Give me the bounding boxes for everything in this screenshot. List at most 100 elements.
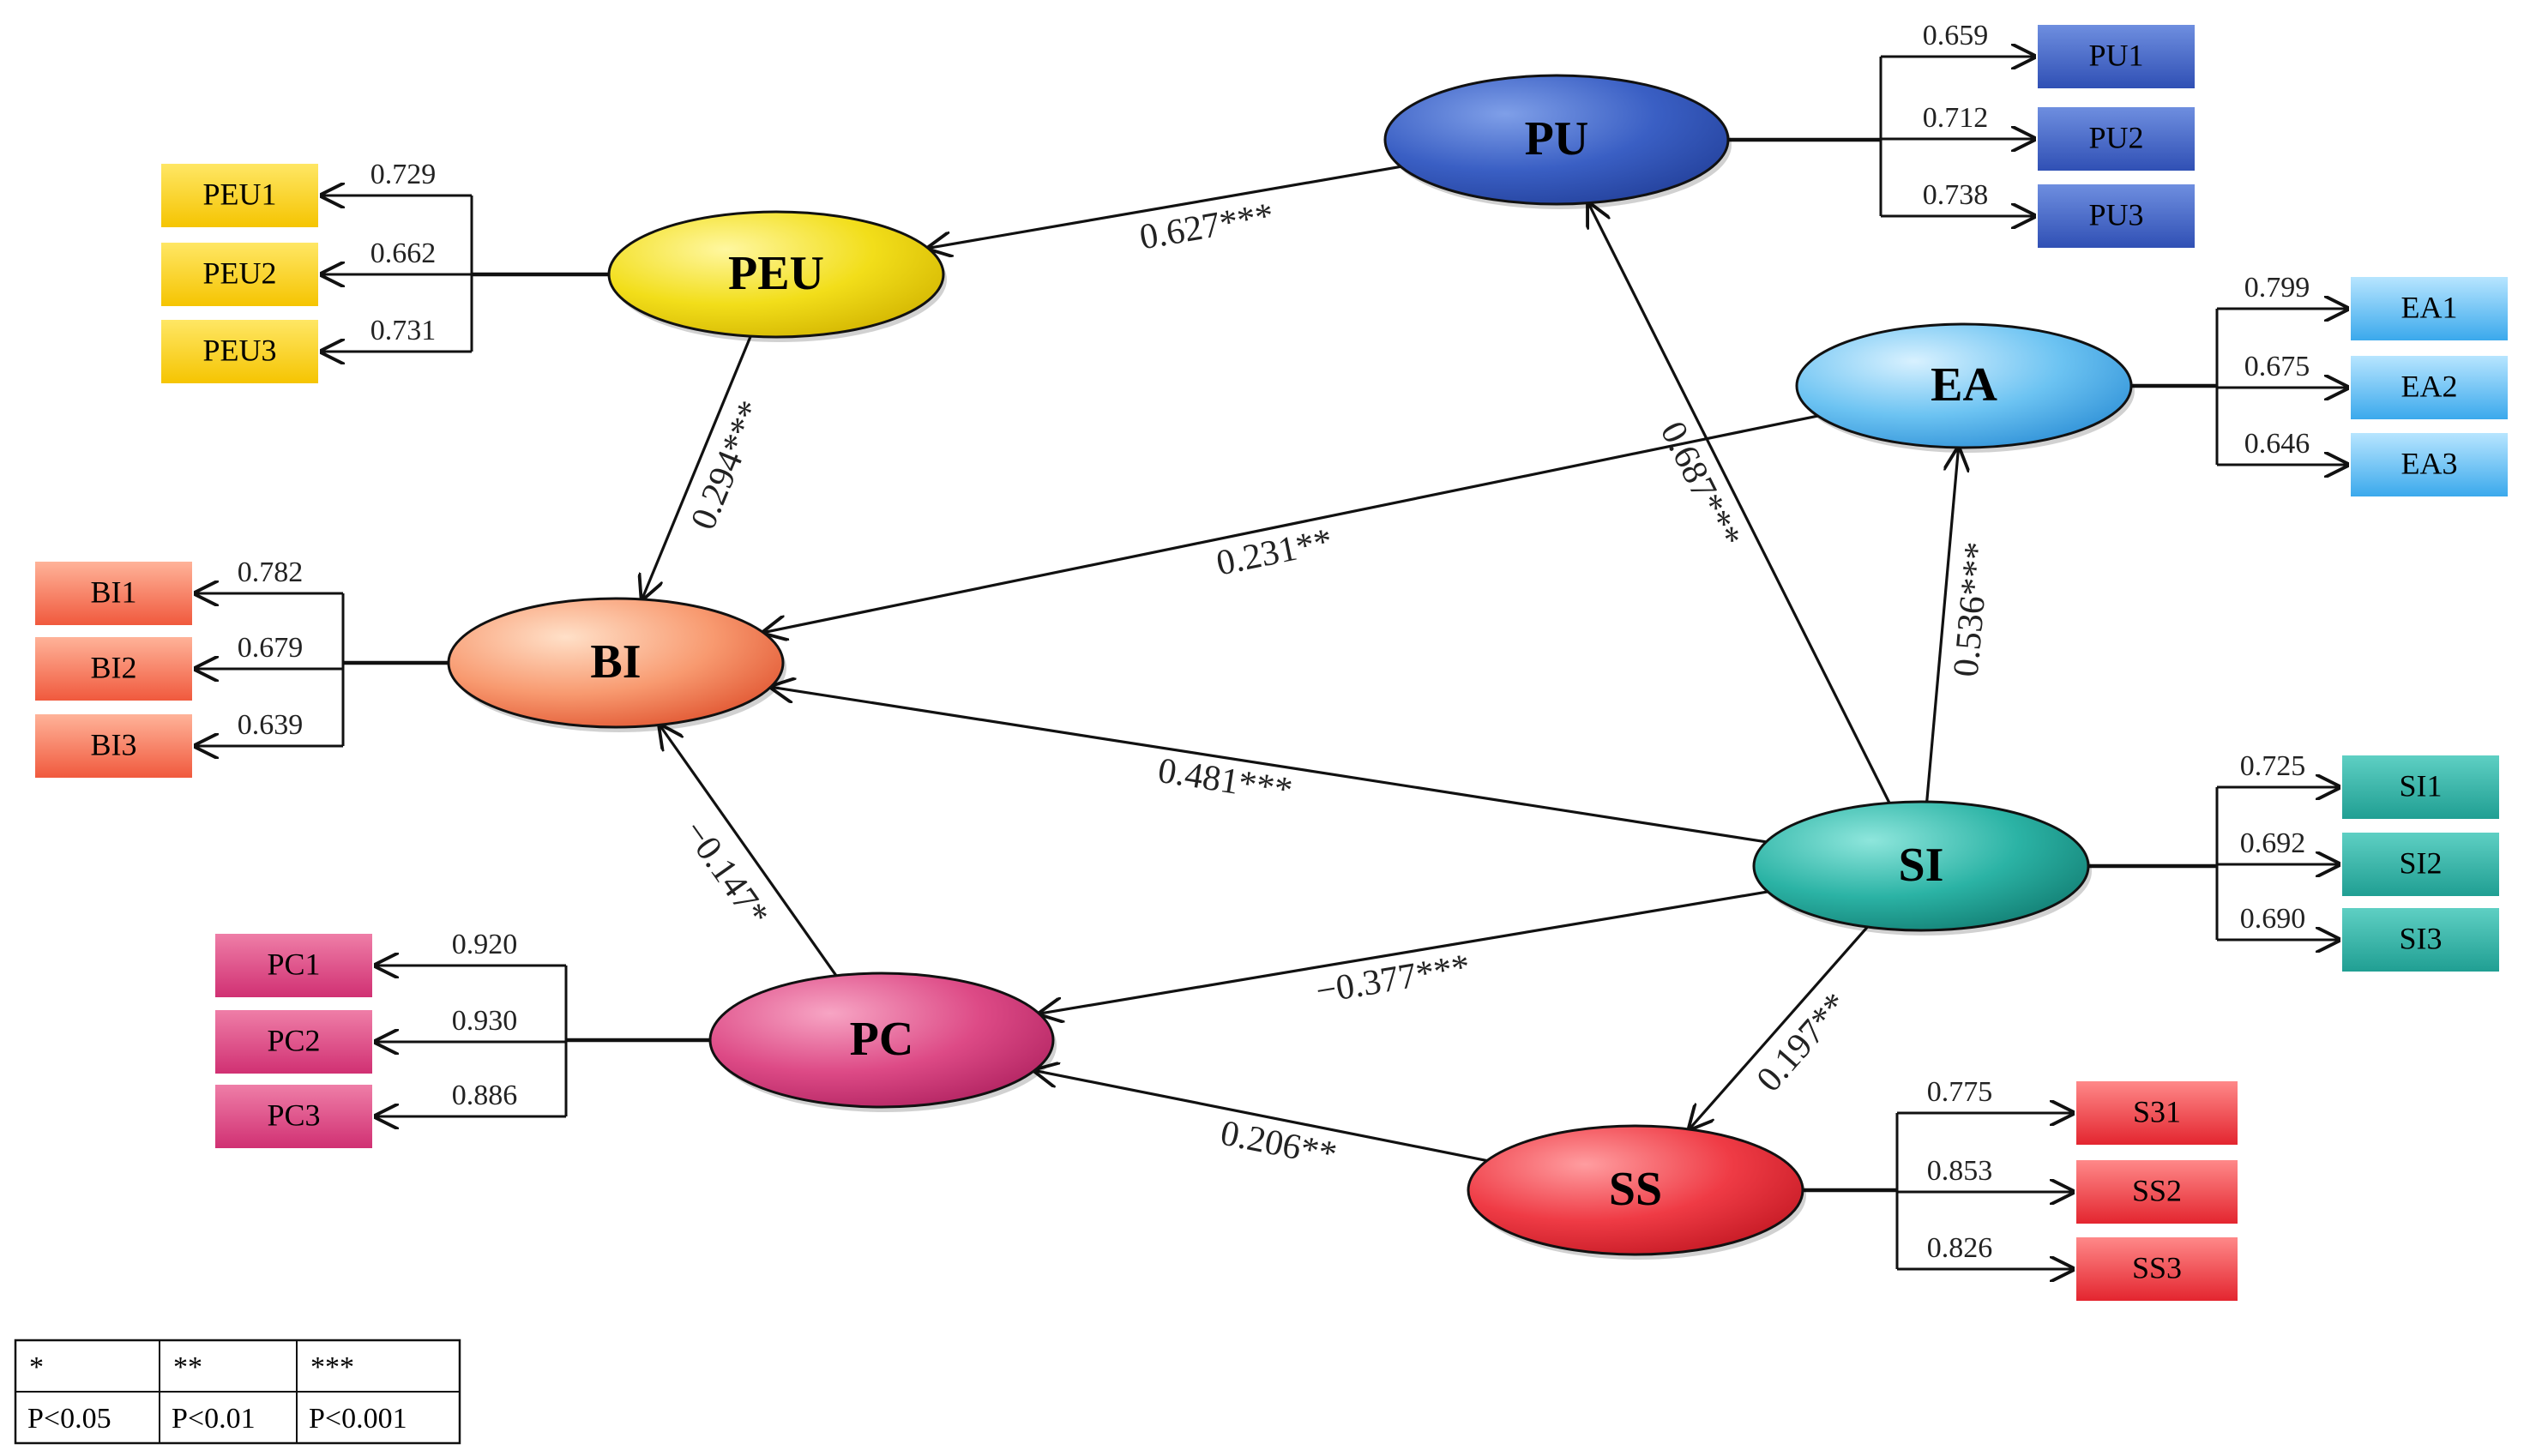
legend-symbol: *** [310, 1351, 354, 1383]
path-coefficient-label: 0.627*** [1136, 196, 1276, 257]
indicator-box-ea2 [2349, 354, 2509, 421]
indicator-label: PEU2 [202, 256, 276, 290]
path-arrow-si-to-ss [1690, 925, 1869, 1129]
loading-value: 0.799 [2244, 272, 2310, 304]
indicator-box-pc1 [214, 932, 374, 999]
indicator-label: EA2 [2401, 369, 2458, 403]
indicator-box-pu2 [2036, 105, 2196, 172]
legend-meaning: P<0.001 [309, 1403, 407, 1435]
indicator-box-bi3 [33, 713, 194, 779]
construct-label: PEU [728, 247, 824, 300]
legend-symbol: ** [173, 1351, 202, 1383]
loading-value: 0.659 [1923, 20, 1989, 51]
path-coefficient-label: 0.481*** [1155, 751, 1295, 811]
indicator-label: PC3 [267, 1098, 320, 1132]
loading-value: 0.675 [2244, 351, 2310, 382]
indicator-box-si1 [2340, 754, 2501, 821]
indicator-label: BI3 [91, 727, 137, 761]
construct-ss: SS [1467, 1124, 1806, 1260]
construct-label: PU [1525, 112, 1589, 165]
legend-meaning: P<0.05 [27, 1403, 111, 1435]
legend-symbol: * [29, 1351, 44, 1383]
path-arrow-pc-to-bi [660, 725, 838, 977]
construct-ea: EA [1795, 322, 2135, 453]
indicator-box-peu1 [160, 162, 320, 229]
legend-meaning: P<0.01 [172, 1403, 256, 1435]
construct-ellipse [447, 597, 785, 729]
indicator-box-pu3 [2036, 183, 2196, 250]
loading-value: 0.729 [370, 159, 437, 190]
indicator-box-bi1 [33, 560, 194, 627]
loading-value: 0.731 [370, 315, 437, 346]
loading-value: 0.738 [1923, 179, 1989, 211]
indicator-label: BI1 [91, 575, 137, 609]
indicator-label: SI3 [2399, 921, 2442, 955]
indicator-label: SI2 [2399, 845, 2442, 880]
construct-pu: PU [1383, 74, 1732, 209]
indicator-label: SS2 [2132, 1173, 2182, 1207]
indicator-box-ea1 [2349, 275, 2509, 342]
path-arrow-pu-to-peu [928, 165, 1401, 248]
construct-ellipse [1383, 74, 1730, 206]
indicator-box-si3 [2340, 906, 2501, 973]
indicator-box-peu2 [160, 241, 320, 308]
indicator-box-peu3 [160, 318, 320, 385]
construct-ellipse [1752, 800, 2090, 932]
indicator-box-ss2 [2075, 1158, 2239, 1225]
indicator-label: BI2 [91, 650, 137, 684]
indicator-box-pu1 [2036, 23, 2196, 90]
path-arrow-peu-to-bi [642, 335, 752, 599]
construct-label: BI [590, 635, 641, 689]
indicator-label: PEU1 [202, 177, 276, 211]
construct-label: PC [850, 1013, 914, 1066]
construct-ellipse [1795, 322, 2133, 449]
loading-value: 0.712 [1923, 102, 1989, 134]
indicator-label: SI1 [2399, 768, 2442, 803]
construct-bi: BI [447, 597, 786, 732]
path-arrow-si-to-pc [1039, 890, 1768, 1014]
indicator-box-si2 [2340, 831, 2501, 898]
loading-value: 0.662 [370, 238, 437, 269]
loading-value: 0.920 [452, 929, 518, 960]
indicator-label: PEU3 [202, 333, 276, 367]
indicator-box-ea3 [2349, 431, 2509, 498]
indicator-box-pc2 [214, 1008, 374, 1075]
loading-value: 0.826 [1927, 1232, 1993, 1264]
indicator-label: PC2 [267, 1023, 320, 1057]
measurement-model: 0.659PU10.712PU20.738PU30.729PEU10.662PE… [33, 20, 2509, 1303]
path-coefficient-label: −0.147* [675, 813, 776, 933]
construct-ellipse [708, 972, 1055, 1109]
construct-peu: PEU [607, 210, 947, 342]
latent-constructs: PU PEU EA BI SI PC SS [447, 74, 2135, 1260]
loading-value: 0.692 [2240, 827, 2306, 859]
path-arrow-ss-to-pc [1034, 1070, 1488, 1163]
path-coefficient-label: −0.377*** [1313, 948, 1473, 1012]
path-arrow-si-to-ea [1925, 448, 1959, 803]
loading-value: 0.646 [2244, 428, 2310, 460]
construct-pc: PC [708, 972, 1057, 1112]
indicator-label: S31 [2133, 1094, 2181, 1128]
significance-legend: * P<0.05 ** P<0.01 *** P<0.001 [14, 1339, 461, 1445]
construct-label: EA [1931, 358, 1997, 412]
construct-ellipse [607, 210, 945, 339]
construct-label: SI [1899, 839, 1944, 892]
indicator-box-bi2 [33, 635, 194, 702]
loading-value: 0.886 [452, 1080, 518, 1111]
indicator-label: PU2 [2088, 120, 2143, 154]
loading-value: 0.679 [238, 632, 304, 664]
loading-value: 0.725 [2240, 750, 2306, 782]
path-coefficient-label: 0.231** [1213, 521, 1335, 584]
loading-value: 0.782 [238, 557, 304, 588]
path-coefficient-label: 0.687*** [1653, 416, 1749, 554]
loading-value: 0.639 [238, 709, 304, 741]
indicator-label: SS3 [2132, 1250, 2182, 1285]
path-arrow-si-to-bi [771, 687, 1767, 844]
